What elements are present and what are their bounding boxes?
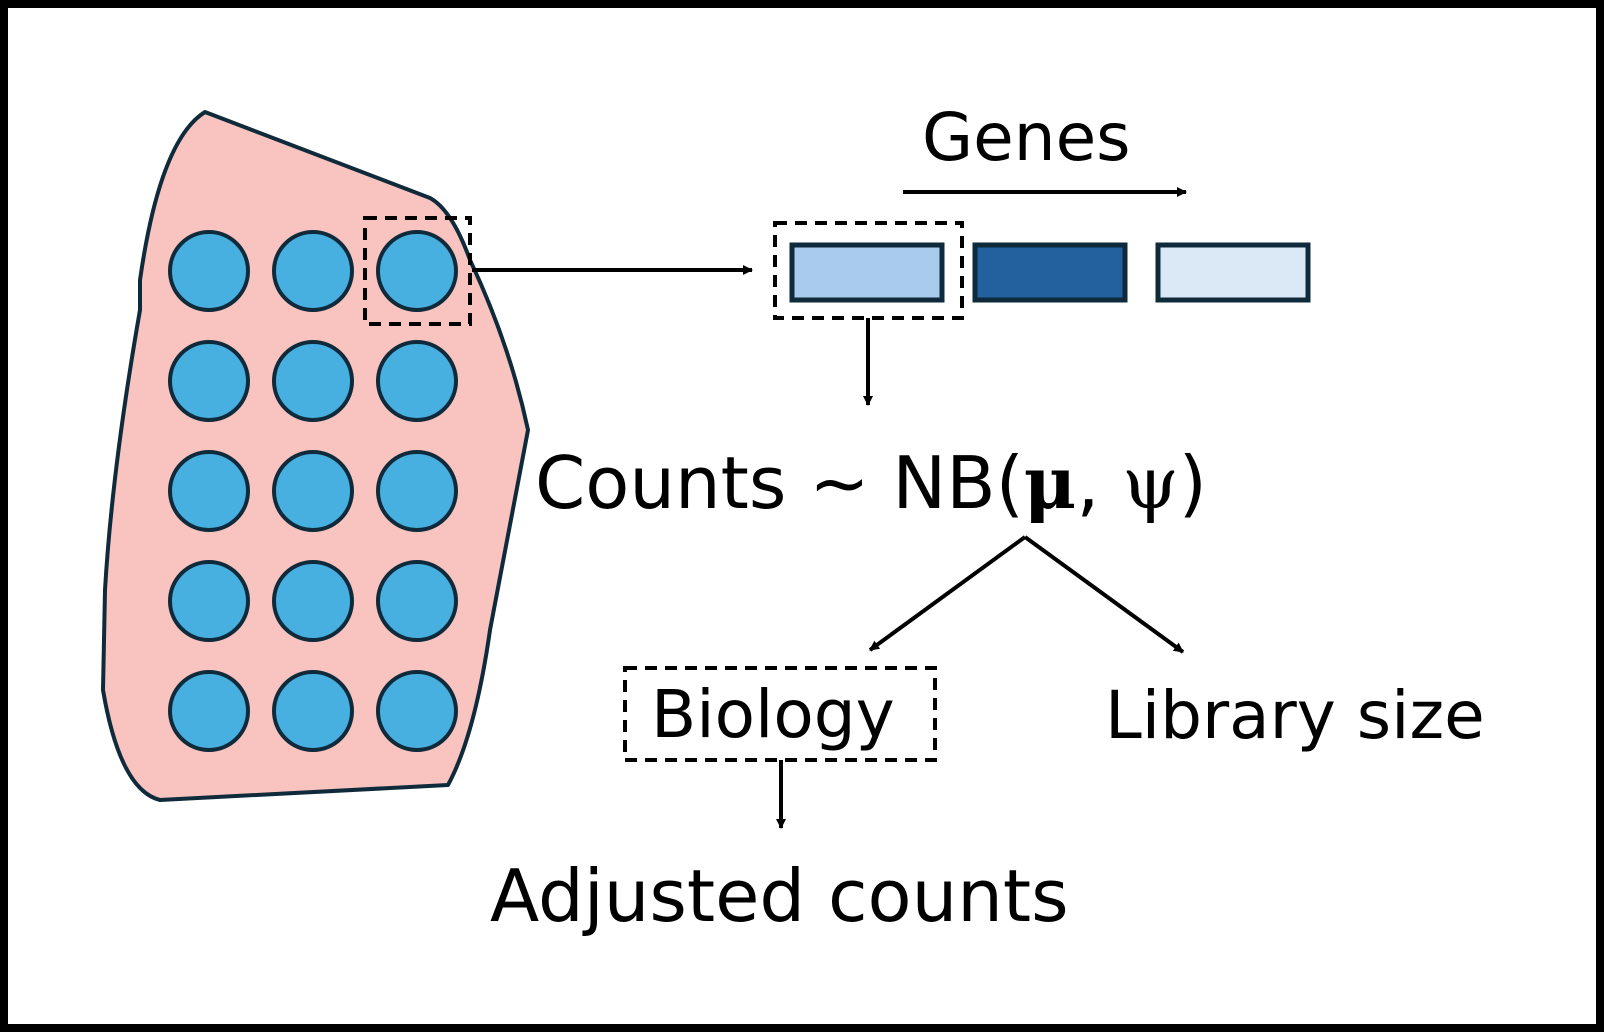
library-size-label: Library size — [1105, 677, 1485, 754]
cell-r4-c3 — [376, 560, 458, 642]
cell-r4-c1 — [168, 560, 250, 642]
gene-bar-2 — [972, 242, 1128, 303]
cell-r2-c2 — [272, 340, 354, 422]
gene-bar-3 — [1155, 242, 1311, 303]
psi-symbol: ψ — [1122, 441, 1178, 525]
gene-bar-1 — [789, 242, 945, 303]
cell-r5-c3 — [376, 670, 458, 752]
formula-comma: , — [1076, 441, 1122, 525]
adjusted-counts-label: Adjusted counts — [490, 854, 1069, 938]
cell-r5-c1 — [168, 670, 250, 752]
cell-r1-c3 — [376, 230, 458, 312]
cell-r4-c2 — [272, 560, 354, 642]
counts-suffix: ) — [1179, 441, 1207, 525]
cell-r3-c3 — [376, 450, 458, 532]
counts-formula: Counts ~ NB(μ, ψ) — [535, 440, 1207, 525]
mu-to-biology-arrow — [868, 535, 1027, 652]
cell-grid — [168, 230, 458, 752]
cell-r5-c2 — [272, 670, 354, 752]
biology-label: Biology — [651, 676, 895, 753]
genes-label: Genes — [922, 99, 1131, 176]
cell-r3-c1 — [168, 450, 250, 532]
mu-to-library-size-arrow — [1023, 535, 1185, 654]
highlighted-cell-box — [363, 216, 472, 326]
cell-r1-c1 — [168, 230, 250, 312]
counts-prefix: Counts ~ NB( — [535, 441, 1024, 525]
cell-r1-c2 — [272, 230, 354, 312]
cell-r2-c3 — [376, 340, 458, 422]
cell-r2-c1 — [168, 340, 250, 422]
cell-r3-c2 — [272, 450, 354, 532]
mu-symbol: μ — [1024, 440, 1077, 525]
